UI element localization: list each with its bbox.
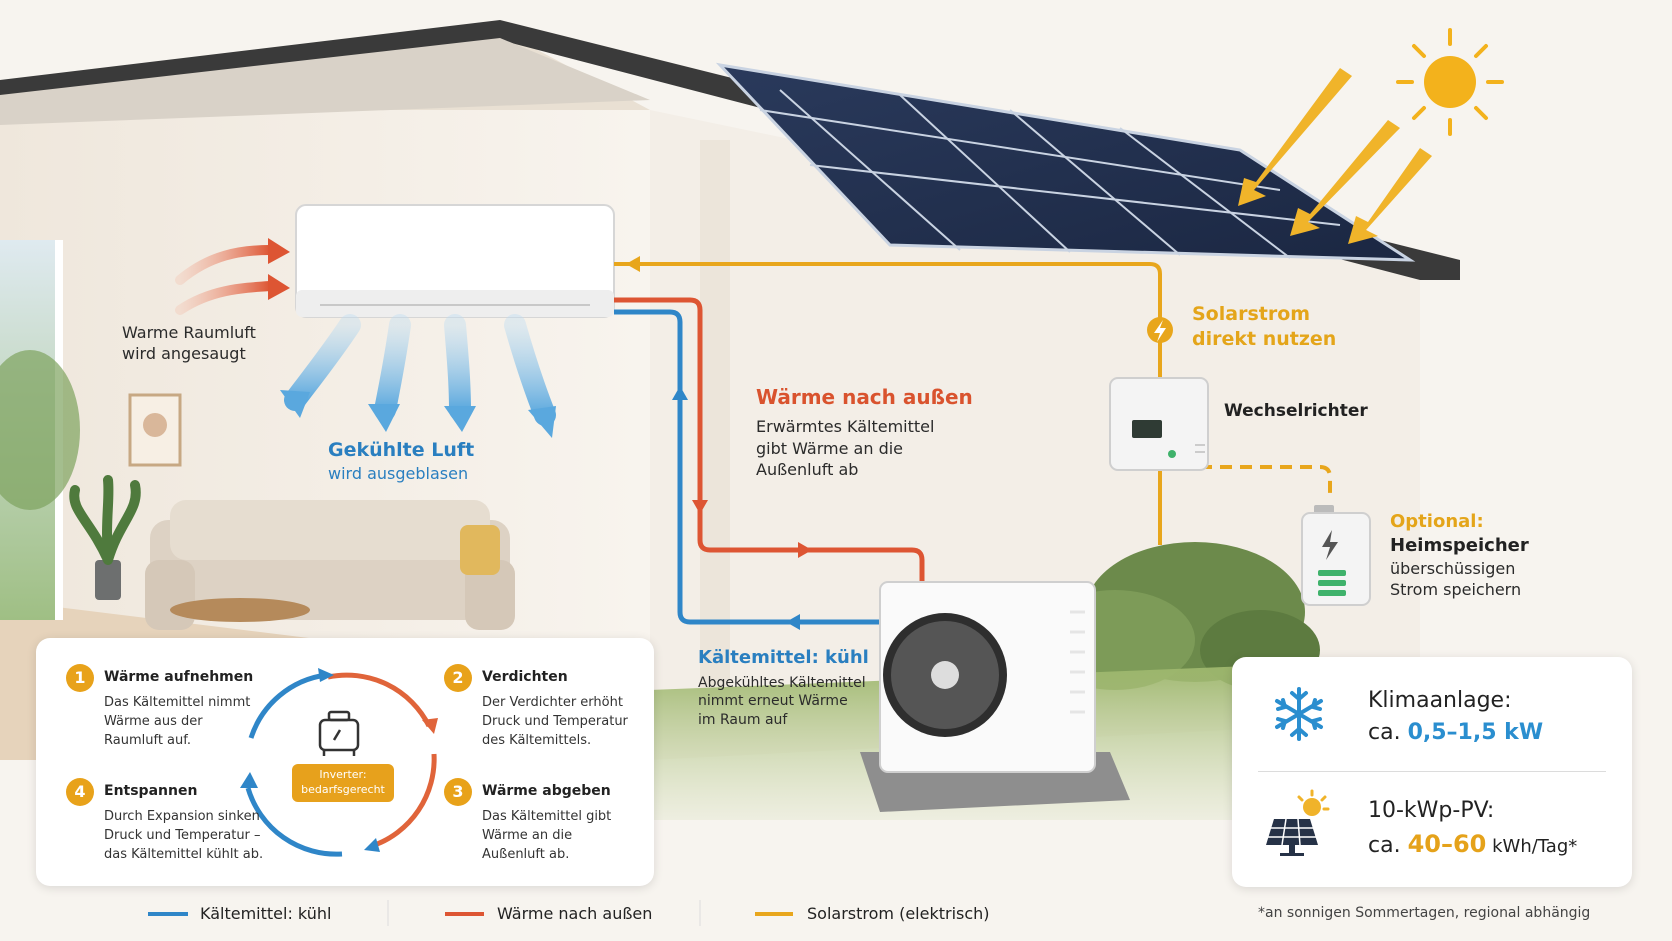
step-1-title: Wärme aufnehmen <box>104 669 254 685</box>
storage-title: Heimspeicher <box>1390 534 1529 556</box>
pv-prefix: ca. <box>1368 832 1408 858</box>
sun-icon <box>1396 28 1504 136</box>
solar-array <box>715 62 1416 262</box>
inverter-box <box>1109 377 1209 471</box>
solar-power-line <box>614 262 1332 545</box>
sofa <box>145 500 515 630</box>
step-4-line3: das Kältemittel kühlt ab. <box>104 846 264 862</box>
pv-label: 10-kWp-PV: <box>1368 798 1495 823</box>
coolant-line1: Abgekühltes Kältemittel <box>698 674 866 691</box>
step-1-line3: Raumluft auf. <box>104 732 192 748</box>
heat-out-line2: gibt Wärme an die <box>756 438 904 458</box>
snowflake-icon <box>1275 687 1323 741</box>
cycle-ring <box>240 668 438 857</box>
warm-air-label: Warme Raumluft wird angesaugt <box>122 322 256 364</box>
step-2-line1: Der Verdichter erhöht <box>482 695 623 710</box>
step-1-number: 1 <box>66 664 94 692</box>
footnote: *an sonnigen Sommertagen, regional abhän… <box>1258 905 1591 921</box>
pv-value: 40–60 <box>1407 829 1487 858</box>
badge-line1: Inverter: <box>319 768 367 781</box>
step-3-title: Wärme abgeben <box>482 783 611 799</box>
outdoor-ac-unit <box>860 581 1130 812</box>
sunbeam-arrows <box>1238 68 1432 244</box>
coolant-title: Kältemittel: kühl <box>698 647 869 668</box>
step-3-line1: Das Kältemittel gibt <box>482 809 612 824</box>
coolant-label: Kältemittel: kühl Abgekühltes Kältemitte… <box>698 646 869 729</box>
heat-out-title: Wärme nach außen <box>756 385 973 409</box>
heat-out-line3: Außenluft ab <box>756 459 859 479</box>
warm-air-arrows <box>175 238 290 315</box>
storage-line2: Strom speichern <box>1390 579 1522 599</box>
stats-panel: Klimaanlage: ca. 0,5–1,5 kW 10-kWp-PV: c… <box>1232 657 1632 887</box>
step-4-desc: Durch Expansion sinken Druck und Tempera… <box>104 808 263 865</box>
step-2-line2: Druck und Temperatur <box>482 713 628 729</box>
battery-icon <box>1301 505 1371 606</box>
step-2-desc: Der Verdichter erhöht Druck und Temperat… <box>482 694 628 751</box>
solar-direct-label: Solarstrom direkt nutzen <box>1192 302 1336 352</box>
indoor-ac-unit <box>295 204 615 318</box>
badge-line2: bedarfsgerecht <box>301 782 385 796</box>
cool-air-label: Gekühlte Luft wird ausgeblasen <box>328 438 474 484</box>
cool-air-arrows <box>280 314 556 438</box>
heat-out-line1: Erwärmtes Kältemittel <box>756 417 935 437</box>
inverter-badge: Inverter: bedarfsgerecht <box>292 764 394 802</box>
cycle-panel: 1 Wärme aufnehmen Das Kältemittel nimmt … <box>36 638 654 886</box>
inverter-label: Wechselrichter <box>1224 401 1368 421</box>
legend-solar: Solarstrom (elektrisch) <box>807 904 990 923</box>
wall-picture <box>128 393 182 467</box>
step-1-desc: Das Kältemittel nimmt Wärme aus der Raum… <box>104 694 250 751</box>
cool-air-title: Gekühlte Luft <box>328 439 475 461</box>
step-2-line3: des Kältemittels. <box>482 732 592 748</box>
coolant-line2: nimmt erneut Wärme <box>698 693 848 710</box>
step-3-line2: Wärme an die <box>482 827 573 843</box>
pv-stat: 10-kWp-PV: ca. 40–60 kWh/Tag* <box>1368 795 1577 862</box>
legend-warm: Wärme nach außen <box>497 904 653 923</box>
step-2-title: Verdichten <box>482 669 568 685</box>
optional-label: Optional: <box>1390 511 1484 532</box>
ac-value: 0,5–1,5 kW <box>1407 719 1544 745</box>
solar-line1: Solarstrom <box>1192 303 1311 325</box>
plant <box>69 475 141 600</box>
storage-label: Optional: Heimspeicher überschüssigen St… <box>1390 510 1529 600</box>
warm-air-line1: Warme Raumluft <box>122 323 256 342</box>
ac-prefix: ca. <box>1368 719 1408 745</box>
step-3-line3: Außenluft ab. <box>482 846 570 862</box>
step-4-line2: Druck und Temperatur – <box>104 827 261 843</box>
coolant-line3: im Raum auf <box>698 711 788 728</box>
solar-panel-icon <box>1266 789 1330 856</box>
cool-refrigerant-line <box>614 309 890 625</box>
ac-stat: Klimaanlage: ca. 0,5–1,5 kW <box>1368 685 1543 749</box>
step-1-line1: Das Kältemittel nimmt <box>104 695 251 710</box>
step-4-title: Entspannen <box>104 783 198 799</box>
step-1-line2: Wärme aus der <box>104 713 203 729</box>
step-4-line1: Durch Expansion sinken <box>104 809 260 824</box>
stats-divider <box>1258 771 1606 772</box>
heat-out-label: Wärme nach außen Erwärmtes Kältemittel g… <box>756 384 973 480</box>
warm-refrigerant-line <box>614 297 925 590</box>
cool-air-sub: wird ausgeblasen <box>328 464 469 484</box>
warm-air-line2: wird angesaugt <box>122 344 246 364</box>
storage-line1: überschüssigen <box>1390 558 1516 578</box>
step-3-number: 3 <box>444 778 472 806</box>
compressor-icon <box>318 710 360 756</box>
solar-line2: direkt nutzen <box>1192 328 1337 351</box>
step-4-number: 4 <box>66 778 94 806</box>
legend-cool: Kältemittel: kühl <box>200 904 332 923</box>
pv-unit: kWh/Tag* <box>1486 835 1578 857</box>
ac-label: Klimaanlage: <box>1368 688 1512 713</box>
coffee-table <box>170 598 310 622</box>
step-3-desc: Das Kältemittel gibt Wärme an die Außenl… <box>482 808 611 865</box>
step-2-number: 2 <box>444 664 472 692</box>
